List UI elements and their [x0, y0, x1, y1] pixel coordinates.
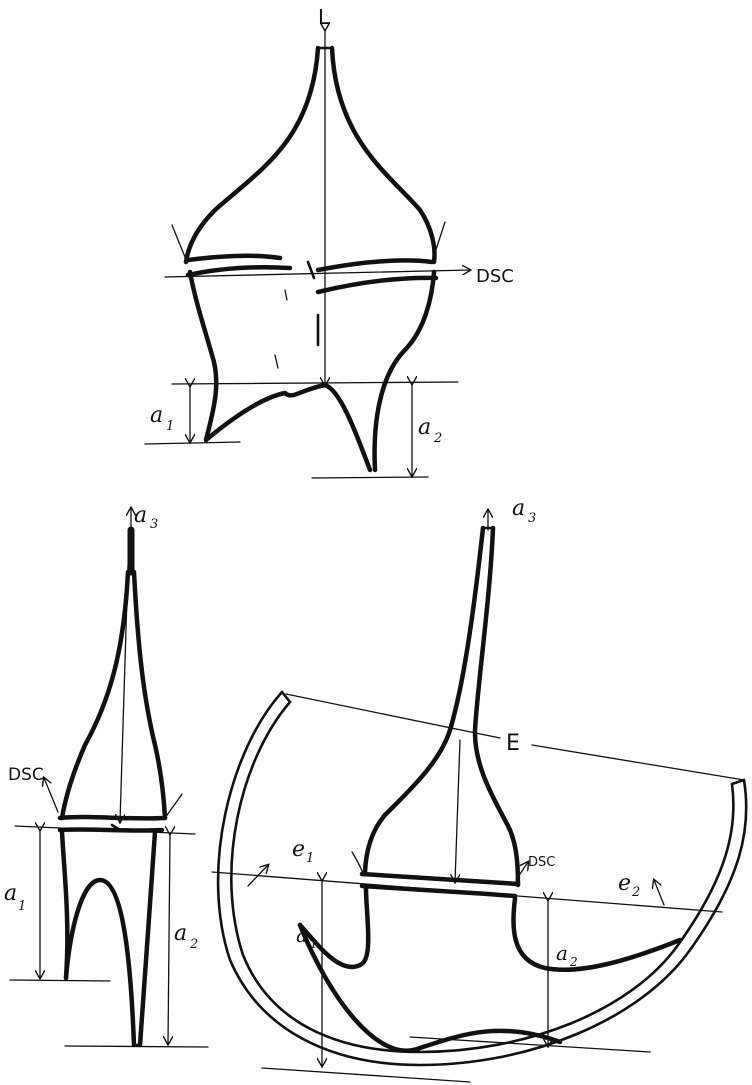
- right-label-e2: e: [618, 871, 631, 896]
- top-bottom-arch: [203, 382, 373, 473]
- right-label-a3-sub: 3: [528, 511, 536, 526]
- right-center-axis: [455, 739, 461, 882]
- right-e2-arrow: [654, 880, 665, 906]
- top-disc-band-1: [185, 253, 283, 263]
- top-label-a2-sub: 2: [433, 431, 442, 446]
- top-ref-line-a1: [144, 441, 241, 445]
- right-shaft-left: [362, 525, 486, 875]
- right-label-dsc: DSC: [528, 855, 555, 870]
- left-ref-line-a1: [9, 979, 111, 982]
- right-label-a2-sub: 2: [569, 955, 578, 969]
- left-leg-right: [137, 829, 158, 1048]
- right-e-line-right: [531, 744, 745, 781]
- top-pointer-left: [171, 224, 188, 263]
- left-outline-right: [131, 569, 168, 821]
- top-pointer-right: [431, 221, 446, 263]
- top-disc-band-3: [315, 258, 435, 273]
- left-label-a1: a: [4, 881, 17, 906]
- top-disc-band-2: [185, 265, 293, 278]
- right-label-a1-sub: 1: [310, 937, 318, 951]
- right-label-e: E: [506, 731, 520, 756]
- top-label-a2: a: [418, 415, 431, 440]
- left-dsc-arrow: [44, 778, 59, 813]
- right-e-line-left: [285, 693, 501, 739]
- right-inner-body-right: [511, 895, 683, 972]
- left-a2-dimension: [168, 834, 170, 1044]
- top-label-l: L: [318, 5, 330, 29]
- left-disc-notch: [110, 823, 122, 832]
- right-outer-arc-inner: [230, 700, 735, 1054]
- right-bottom-wave: [297, 922, 563, 1053]
- top-label-a1: a: [150, 403, 163, 428]
- left-figure: a 3 DSC a 1 a 2: [4, 503, 209, 1048]
- right-ref-line-bottom-left: [261, 1067, 471, 1083]
- left-inner-arch: [63, 877, 137, 1048]
- right-label-a2: a: [556, 941, 568, 965]
- left-label-a1-sub: 1: [18, 899, 26, 914]
- left-label-dsc: DSC: [8, 765, 44, 785]
- top-bulb-left-outline: [183, 45, 321, 265]
- left-outline-left: [59, 569, 131, 821]
- top-mark-2: [274, 354, 279, 369]
- left-disc-side-curve: [164, 793, 183, 819]
- right-inner-body: [297, 885, 371, 970]
- left-ref-line-top: [14, 825, 196, 835]
- top-body-left: [187, 269, 219, 443]
- top-disc-tick: [306, 260, 316, 280]
- right-disc-top: [359, 871, 521, 887]
- right-label-a3: a: [512, 496, 525, 521]
- right-disc-side-left: [351, 851, 365, 877]
- right-arc-cap-left: [280, 690, 292, 704]
- left-label-a3-sub: 3: [150, 517, 158, 532]
- top-ref-line-a2: [311, 476, 429, 479]
- left-label-a2-sub: 2: [189, 937, 198, 952]
- top-dsc-axis: [164, 270, 470, 278]
- left-label-a3: a: [134, 503, 147, 528]
- right-ref-line-main: [211, 871, 723, 913]
- right-shaft-right: [472, 525, 521, 888]
- top-label-dsc: DSC: [476, 266, 514, 287]
- left-label-a2: a: [174, 921, 187, 946]
- right-label-e2-sub: 2: [631, 885, 640, 900]
- right-outer-arc-outer: [216, 690, 748, 1067]
- top-disc-band-4: [315, 275, 439, 295]
- top-label-a1-sub: 1: [166, 419, 174, 434]
- left-ref-line-a2: [64, 1045, 209, 1048]
- right-arc-cap-right: [730, 778, 746, 786]
- right-label-a1: a: [296, 923, 308, 947]
- top-mark-3: [284, 289, 288, 301]
- right-label-e1: e: [292, 837, 305, 862]
- top-figure: L DSC a 1 a 2: [144, 5, 514, 479]
- right-figure: a 3 E e 1 e 2 DSC a 1 a 2: [211, 496, 748, 1083]
- top-bulb-right-outline: [329, 45, 437, 265]
- left-center-axis: [120, 564, 129, 822]
- right-label-e1-sub: 1: [306, 851, 314, 866]
- right-dsc-arrow: [515, 862, 528, 881]
- right-ref-line-bottom-right: [409, 1036, 651, 1053]
- top-body-right: [372, 269, 437, 473]
- left-disc-top: [57, 814, 168, 821]
